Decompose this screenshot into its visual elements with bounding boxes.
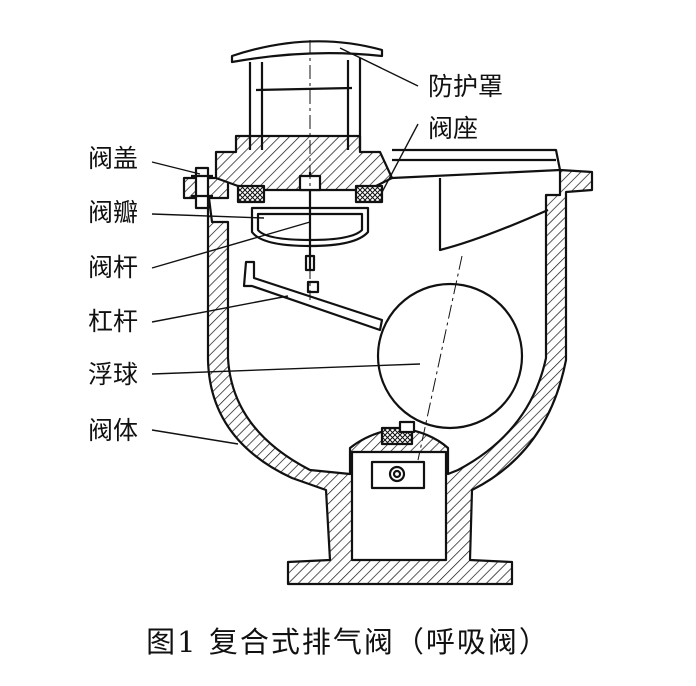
label-fagan: 阀杆 <box>88 253 139 282</box>
leader-fanghuzhao <box>339 47 419 87</box>
protective-cover <box>230 40 384 64</box>
leader-fati <box>151 429 239 445</box>
centerline-float <box>417 255 463 461</box>
leader-fuqiu <box>151 363 421 375</box>
label-ganggan: 杠杆 <box>88 307 139 336</box>
label-fazuo: 阀座 <box>428 114 479 143</box>
valve-body-wall <box>206 168 594 586</box>
float-ball <box>376 282 524 430</box>
leader-faban <box>151 213 265 219</box>
cover-stem <box>248 58 362 150</box>
leader-fazuo <box>379 123 419 197</box>
lever-arm <box>242 260 384 332</box>
label-fanghuzhao: 防护罩 <box>428 72 504 101</box>
label-fati: 阀体 <box>88 416 139 445</box>
label-fagai: 阀盖 <box>88 144 139 173</box>
figure-caption: 图1 复合式排气阀（呼吸阀） <box>146 625 550 659</box>
body-top-rim <box>391 148 562 180</box>
label-faban: 阀瓣 <box>88 198 139 227</box>
label-fuqiu: 浮球 <box>88 360 139 389</box>
seat-packing-right <box>354 184 384 204</box>
bonnet-bolt <box>194 166 210 210</box>
pivot-pin <box>388 465 406 483</box>
seat-packing-left <box>236 184 266 204</box>
leader-ganggan <box>151 295 289 323</box>
leader-fagai <box>151 161 201 175</box>
leader-fagan <box>151 221 311 269</box>
